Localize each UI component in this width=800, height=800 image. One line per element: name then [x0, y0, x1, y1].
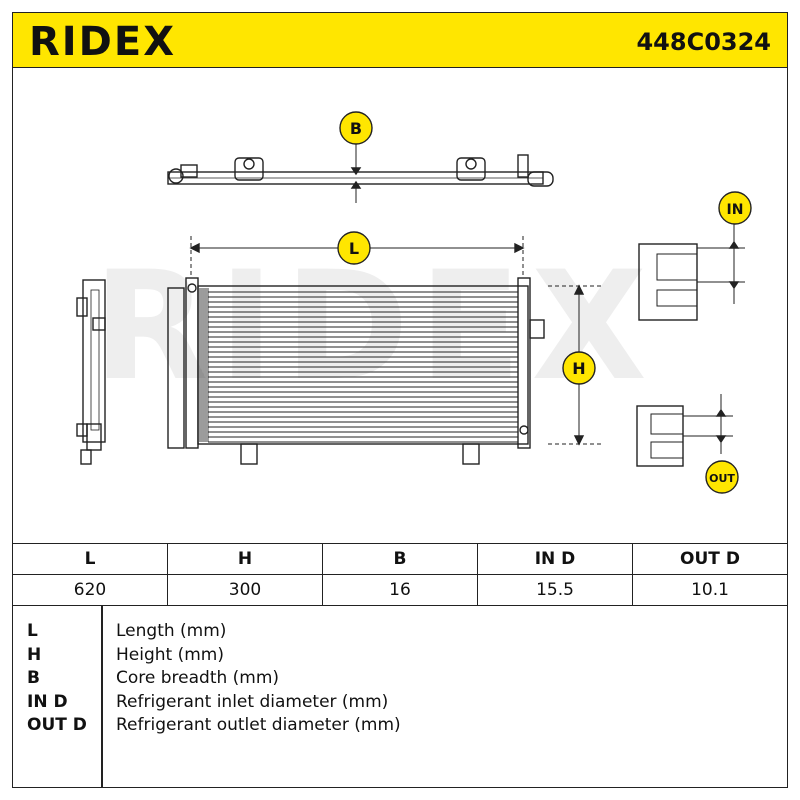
spec-header-out-d: OUT D: [632, 543, 788, 575]
technical-drawing: RIDEX: [12, 68, 788, 544]
spec-value-h: 300: [167, 574, 323, 606]
outlet-detail: [636, 394, 733, 467]
marker-b: B: [339, 111, 373, 145]
marker-l: L: [337, 231, 371, 265]
legend-item: IN D Refrigerant inlet diameter (mm): [13, 692, 789, 716]
spec-value-row: 620 300 16 15.5 10.1: [12, 574, 788, 606]
spec-header-l: L: [12, 543, 168, 575]
core-fins: [199, 288, 518, 443]
spec-value-b: 16: [322, 574, 478, 606]
brand-logo: RIDEX: [29, 19, 177, 65]
legend-desc: Length (mm): [116, 621, 227, 641]
legend-item: H Height (mm): [13, 645, 789, 669]
svg-text:L: L: [349, 239, 359, 258]
legend-divider: [101, 606, 103, 788]
svg-text:H: H: [572, 359, 585, 378]
legend-key: L: [27, 621, 38, 641]
spec-header-h: H: [167, 543, 323, 575]
condenser-diagram: RIDEX: [76, 111, 752, 494]
svg-text:OUT: OUT: [709, 472, 735, 485]
svg-text:IN: IN: [727, 202, 744, 218]
legend-item: OUT D Refrigerant outlet diameter (mm): [13, 715, 789, 739]
legend-key: B: [27, 668, 40, 688]
spec-value-in-d: 15.5: [477, 574, 633, 606]
spec-header-in-d: IN D: [477, 543, 633, 575]
header-bar: RIDEX 448C0324: [12, 12, 788, 68]
legend-desc: Refrigerant inlet diameter (mm): [116, 692, 389, 712]
spec-value-l: 620: [12, 574, 168, 606]
marker-h: H: [562, 351, 596, 385]
side-view: [76, 279, 106, 465]
top-view: [167, 134, 554, 203]
svg-text:B: B: [350, 119, 362, 138]
spec-value-out-d: 10.1: [632, 574, 788, 606]
legend: L Length (mm) H Height (mm) B Core bread…: [12, 606, 788, 788]
marker-in: IN: [718, 191, 752, 225]
spec-table: L H B IN D OUT D 620 300 16 15.5 10.1: [12, 543, 788, 606]
spec-header-row: L H B IN D OUT D: [12, 543, 788, 575]
legend-desc: Refrigerant outlet diameter (mm): [116, 715, 401, 735]
legend-item: L Length (mm): [13, 621, 789, 645]
inlet-detail: [638, 218, 745, 321]
legend-desc: Height (mm): [116, 645, 224, 665]
legend-key: OUT D: [27, 715, 87, 735]
part-number: 448C0324: [636, 28, 771, 56]
legend-desc: Core breadth (mm): [116, 668, 280, 688]
legend-item: B Core breadth (mm): [13, 668, 789, 692]
spec-header-b: B: [322, 543, 478, 575]
legend-key: IN D: [27, 692, 68, 712]
marker-out: OUT: [705, 460, 739, 494]
front-view: [167, 277, 545, 465]
legend-key: H: [27, 645, 42, 665]
